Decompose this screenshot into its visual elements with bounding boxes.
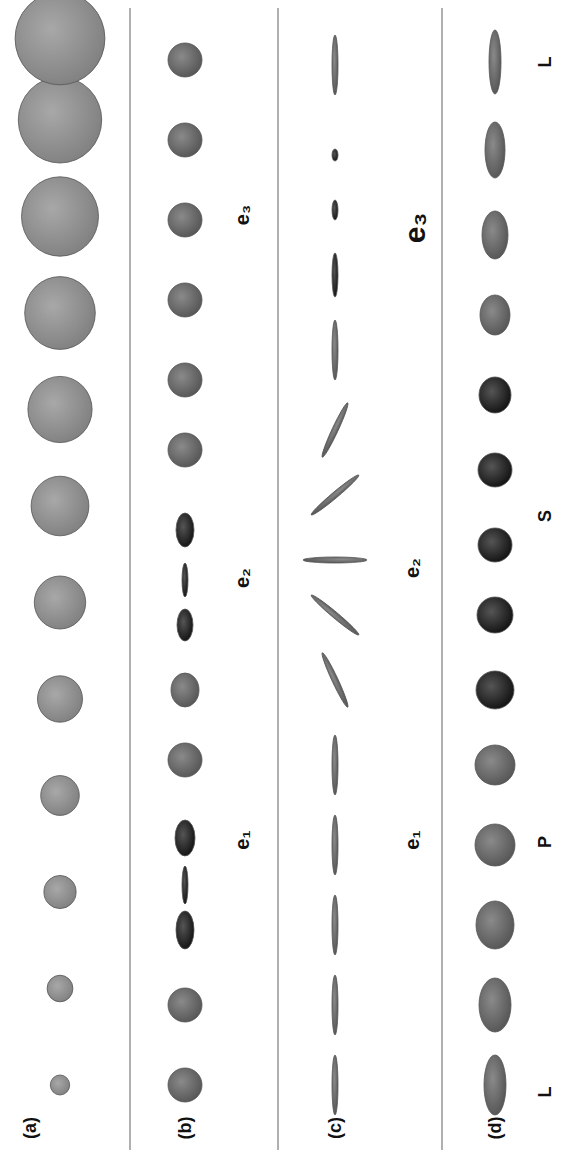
rod-glyph	[309, 473, 360, 517]
shape-glyph	[482, 211, 508, 259]
rod-glyph	[332, 735, 338, 795]
rod-glyph	[332, 1055, 338, 1115]
rod-glyph	[332, 320, 338, 380]
shape-glyph	[485, 122, 505, 178]
row-separator	[277, 8, 279, 1150]
sphere-glyph	[15, 0, 105, 85]
shape-label: P	[536, 836, 554, 848]
rod-glyph	[320, 652, 351, 709]
rod-glyph	[332, 815, 338, 875]
shape-glyph	[484, 1055, 506, 1115]
tensor-glyph	[176, 513, 194, 547]
shape-glyph	[475, 745, 515, 785]
sphere-glyph	[18, 77, 101, 163]
eigenvector-label: e₃	[232, 205, 252, 225]
rod-glyph	[332, 895, 338, 955]
shape-glyph	[479, 377, 511, 413]
row-separator	[129, 8, 131, 1150]
shape-glyph	[489, 30, 501, 94]
sphere-glyph	[28, 376, 92, 442]
shape-label: L	[536, 57, 554, 68]
sphere-glyph	[50, 1075, 69, 1095]
tensor-glyph	[168, 203, 202, 237]
eigenvector-label: e₁	[402, 830, 422, 849]
row-label: (b)	[176, 1117, 194, 1140]
sphere-glyph	[31, 476, 89, 536]
shape-glyph	[475, 824, 515, 866]
shape-glyph	[478, 528, 512, 562]
tensor-glyph	[182, 866, 188, 904]
row-label: (c)	[326, 1117, 344, 1139]
shape-glyph	[478, 453, 512, 487]
shape-label: L	[536, 1087, 554, 1098]
eigenvector-label: e₂	[232, 568, 252, 588]
tensor-glyph	[168, 123, 202, 157]
tensor-glyph	[182, 563, 188, 597]
rod-glyph	[332, 253, 338, 297]
rod-glyph	[332, 35, 338, 95]
shape-glyph	[479, 978, 511, 1032]
rod-glyph	[332, 200, 338, 220]
shape-label: S	[536, 510, 554, 522]
rod-glyph	[332, 149, 338, 161]
shape-glyph	[476, 671, 514, 709]
tensor-glyph	[168, 988, 202, 1022]
tensor-glyph	[168, 1068, 202, 1102]
rod-glyph	[332, 975, 338, 1035]
tensor-glyph	[168, 433, 202, 467]
sphere-glyph	[21, 177, 98, 256]
tensor-glyph	[171, 673, 199, 707]
sphere-glyph	[25, 277, 96, 350]
shape-glyph	[477, 597, 513, 633]
tensor-glyph	[168, 283, 202, 317]
rod-glyph	[303, 557, 367, 563]
tensor-glyph	[177, 609, 193, 641]
row-separator	[441, 8, 443, 1150]
sphere-glyph	[44, 875, 76, 908]
tensor-glyph	[168, 743, 202, 777]
row-label: (d)	[486, 1117, 504, 1140]
tensor-glyph	[168, 43, 202, 77]
shape-glyph	[480, 295, 510, 335]
sphere-glyph	[34, 576, 85, 629]
sphere-glyph	[41, 776, 80, 816]
tensor-glyph	[168, 363, 202, 397]
sphere-glyph	[47, 975, 73, 1002]
eigenvector-label: e₁	[232, 830, 252, 849]
tensor-glyph	[175, 820, 195, 856]
eigenvector-label: e₂	[402, 558, 422, 578]
sphere-glyph	[37, 676, 82, 722]
rod-glyph	[309, 593, 360, 637]
row-label: (a)	[21, 1117, 39, 1139]
eigenvector-label: e₃	[400, 213, 430, 244]
rod-glyph	[320, 402, 351, 459]
shape-glyph	[476, 901, 514, 949]
tensor-glyph	[176, 911, 194, 949]
